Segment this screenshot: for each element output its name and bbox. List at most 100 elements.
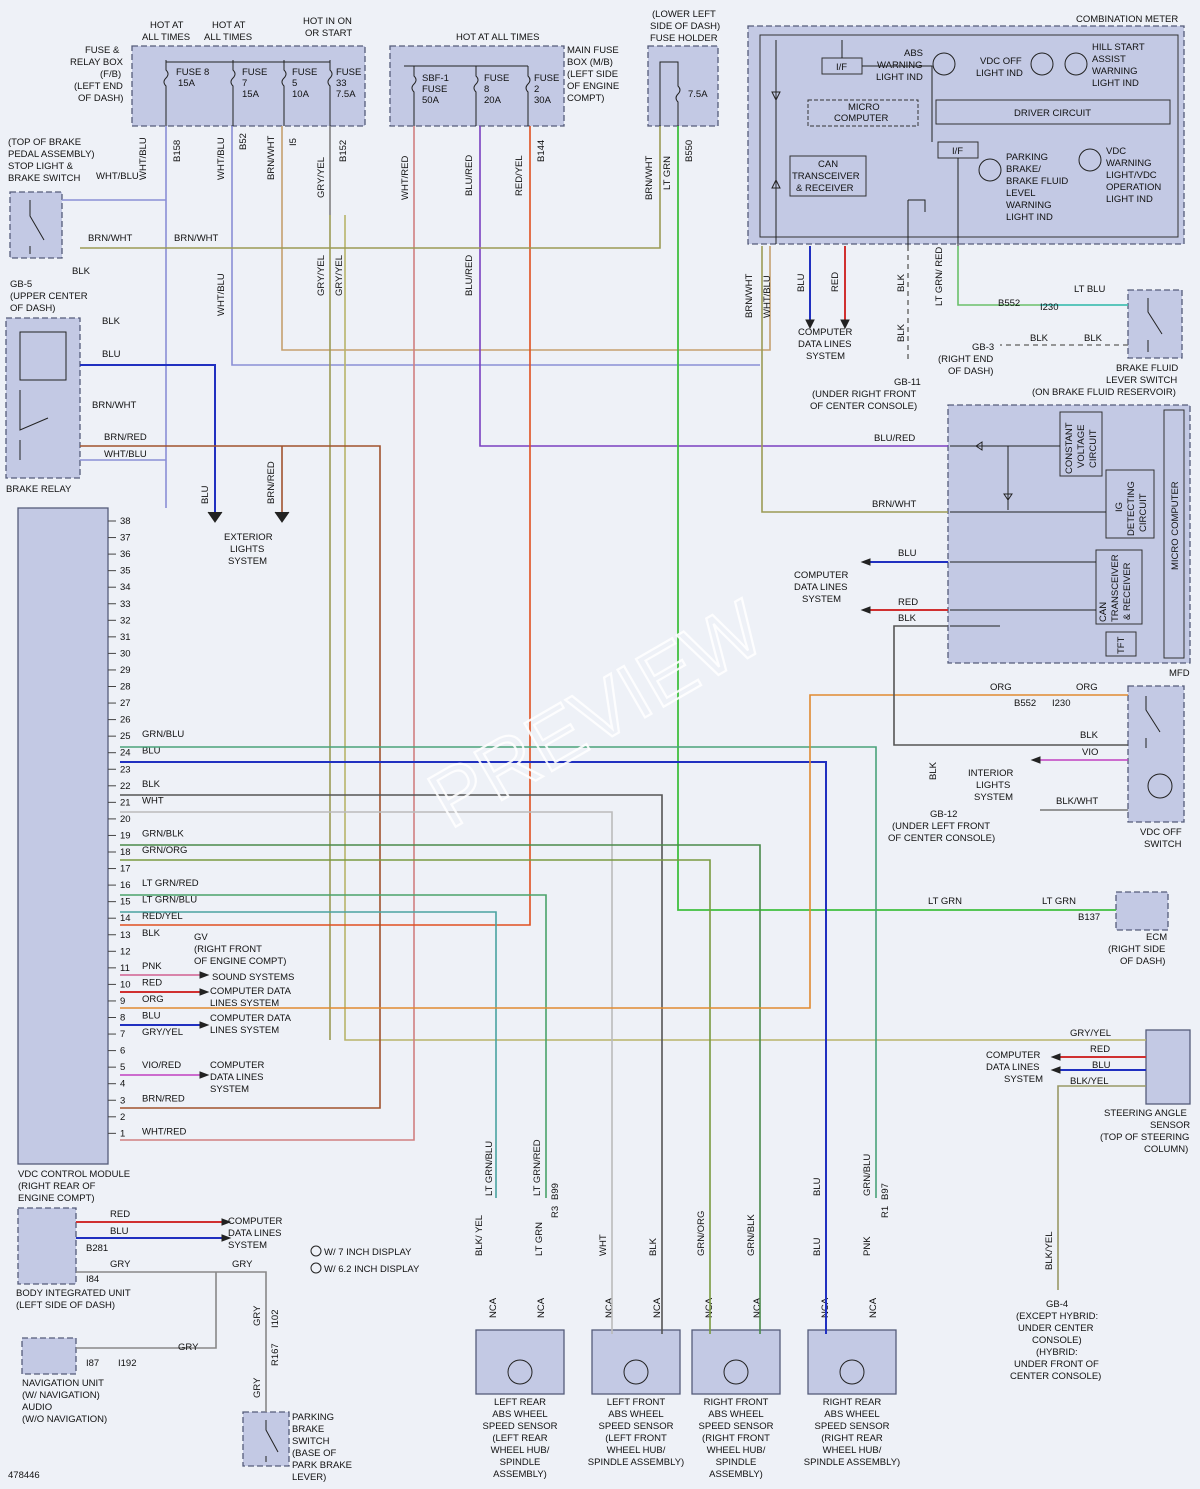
- vdc-pin-number: 30: [120, 648, 131, 659]
- cdl-side-2: LINES SYSTEM: [210, 998, 279, 1009]
- parking-brake-lamp-icon: [978, 158, 1002, 182]
- label-gry-4: GRY: [252, 1377, 263, 1398]
- label-gry-1: GRY: [110, 1259, 131, 1270]
- sensor-label-line: RIGHT REAR: [823, 1397, 882, 1408]
- gb11-label-3: OF CENTER CONSOLE): [810, 401, 917, 412]
- figure-id: 478446: [8, 1470, 40, 1481]
- gb5-label-1: GB-5: [10, 279, 32, 290]
- label-wht-blu-1: WHT/BLU: [96, 171, 139, 182]
- conn-b152: B152: [338, 140, 349, 162]
- label-blk-yel-sensor: BLK/ YEL: [474, 1215, 485, 1256]
- label-blu-1: BLU: [102, 349, 121, 360]
- brake-relay: BRAKE RELAY: [5, 317, 81, 495]
- sensor-coil-icon: [839, 1359, 865, 1385]
- sensor-label-line: SPINDLE: [500, 1457, 541, 1468]
- gb12-label-2: (UNDER LEFT FRONT: [892, 821, 990, 832]
- mb-label-4: OF ENGINE: [567, 81, 619, 92]
- hill-label-4: LIGHT IND: [1092, 78, 1139, 89]
- label-lt-grn-red-meter: LT GRN/ RED: [934, 247, 945, 306]
- label-wht-blu-2: WHT/BLU: [104, 449, 147, 460]
- label-gry-yel-1: GRY/YEL: [316, 255, 327, 296]
- park-label-6: LIGHT IND: [1006, 212, 1053, 223]
- nca-label: NCA: [868, 1297, 879, 1318]
- conn-i102: I102: [270, 1310, 281, 1329]
- label-brn-red-2: BRN/RED: [266, 461, 277, 504]
- vdc-module-label-3: ENGINE COMPT): [18, 1193, 95, 1204]
- park-switch-label-3: SWITCH: [292, 1436, 330, 1447]
- cdl-mfd-label-2: DATA LINES: [794, 582, 848, 593]
- mfd-label: MFD: [1169, 668, 1190, 679]
- combination-meter: COMBINATION METER I/F ABS WARNING LIGHT …: [747, 14, 1185, 246]
- cdl-mfd-label-1: COMPUTER: [794, 570, 849, 581]
- abs-label-1: ABS: [904, 48, 923, 59]
- steering-label-3: (TOP OF STEERING: [1100, 1132, 1189, 1143]
- ecm-label-2: (RIGHT SIDE: [1108, 944, 1165, 955]
- cdl-biu-3: SYSTEM: [228, 1240, 267, 1251]
- label-lt-grn-2: LT GRN: [1042, 896, 1076, 907]
- park-label-3: BRAKE FLUID: [1006, 176, 1068, 187]
- wheel-sensor-body: [591, 1329, 681, 1395]
- vdc-pin-number: 15: [120, 897, 131, 908]
- fuse-relay-box-fb: FUSE & RELAY BOX (F/B) (LEFT END OF DASH…: [70, 16, 366, 127]
- vdcw-label-2: WARNING: [1106, 158, 1152, 169]
- mb-fuse-8-label: FUSE: [484, 73, 509, 84]
- steering-label-4: COLUMN): [1144, 1144, 1188, 1155]
- vdcw-label-4: OPERATION: [1106, 182, 1161, 193]
- label-blk-2: BLK: [102, 316, 121, 327]
- vdc-pin-wire-label: BLK: [142, 779, 161, 790]
- label-lt-grn-1: LT GRN: [928, 896, 962, 907]
- fuse-7-number: 7: [242, 78, 247, 89]
- vdc-pin-wire-label: WHT: [142, 795, 164, 806]
- conn-r167: R167: [270, 1343, 281, 1366]
- label-wht-blu-meter: WHT/BLU: [762, 275, 773, 318]
- mb-label-3: (LEFT SIDE: [567, 69, 618, 80]
- nca-label: NCA: [536, 1297, 547, 1318]
- brake-switch-label-1: (TOP OF BRAKE: [8, 137, 81, 148]
- nca-label: NCA: [488, 1297, 499, 1318]
- vdc-off-switch: VDC OFF SWITCH: [1127, 685, 1185, 850]
- gb5-label-2: (UPPER CENTER: [10, 291, 88, 302]
- label-blu-red-top: BLU/RED: [464, 155, 475, 196]
- label-blu-7: BLU: [812, 1237, 823, 1256]
- cdl-biu-2: DATA LINES: [228, 1228, 282, 1239]
- note-2: W/ 6.2 INCH DISPLAY: [324, 1264, 420, 1275]
- mfd-tft: TFT: [1116, 636, 1127, 654]
- gb4-label-2: (EXCEPT HYBRID:: [1016, 1311, 1098, 1322]
- main-fuse-box-mb: HOT AT ALL TIMES MAIN FUSE BOX (M/B) (LE…: [389, 32, 619, 127]
- biu-label-2: (LEFT SIDE OF DASH): [16, 1300, 115, 1311]
- conn-b52: B52: [238, 133, 249, 150]
- park-label-2: BRAKE/: [1006, 164, 1041, 175]
- label-blk-4: BLK: [1080, 730, 1099, 741]
- vdcw-label-5: LIGHT IND: [1106, 194, 1153, 205]
- label-brn-wht-3: BRN/WHT: [92, 400, 137, 411]
- fuse-8-label: FUSE 8: [176, 67, 209, 78]
- label-brn-wht-2: BRN/WHT: [174, 233, 219, 244]
- conn-r3: R3: [550, 1206, 561, 1218]
- gv-label-1: GV: [194, 932, 208, 943]
- mb-fuse-8-number: 8: [484, 84, 489, 95]
- park-switch-label-5: PARK BRAKE: [292, 1460, 352, 1471]
- cdl-meter-label-3: SYSTEM: [806, 351, 845, 362]
- conn-b552-1: B552: [998, 298, 1020, 309]
- sensor-label-line: ABS WHEEL: [824, 1409, 879, 1420]
- label-red-yel-top: RED/YEL: [514, 155, 525, 196]
- exterior-label-3: SYSTEM: [228, 556, 267, 567]
- display-notes: W/ 7 INCH DISPLAY W/ 6.2 INCH DISPLAY: [310, 1245, 420, 1275]
- wheel-sensor-body: [691, 1329, 781, 1395]
- park-switch-label-2: BRAKE: [292, 1424, 324, 1435]
- vdc-pin-number: 19: [120, 830, 131, 841]
- hill-label-3: WARNING: [1092, 66, 1138, 77]
- gb11-label-2: (UNDER RIGHT FRONT: [812, 389, 917, 400]
- vdcw-label-3: LIGHT/VDC: [1106, 170, 1157, 181]
- wheel-sensor-body: [475, 1329, 565, 1395]
- vdc-pin-number: 22: [120, 781, 131, 792]
- label-wht-blu-4: WHT/BLU: [138, 137, 149, 180]
- label-blu-3: BLU: [898, 548, 917, 559]
- sensor-label-line: (LEFT FRONT: [605, 1433, 667, 1444]
- mb-label-5: COMPT): [567, 93, 604, 104]
- gv-label-3: OF ENGINE COMPT): [194, 956, 286, 967]
- mfd-can-3: & RECEIVER: [1122, 562, 1133, 620]
- vdc-switch-label-1: VDC OFF: [1140, 827, 1182, 838]
- label-org-2: ORG: [1076, 682, 1098, 693]
- vdc-pin-number: 21: [120, 797, 131, 808]
